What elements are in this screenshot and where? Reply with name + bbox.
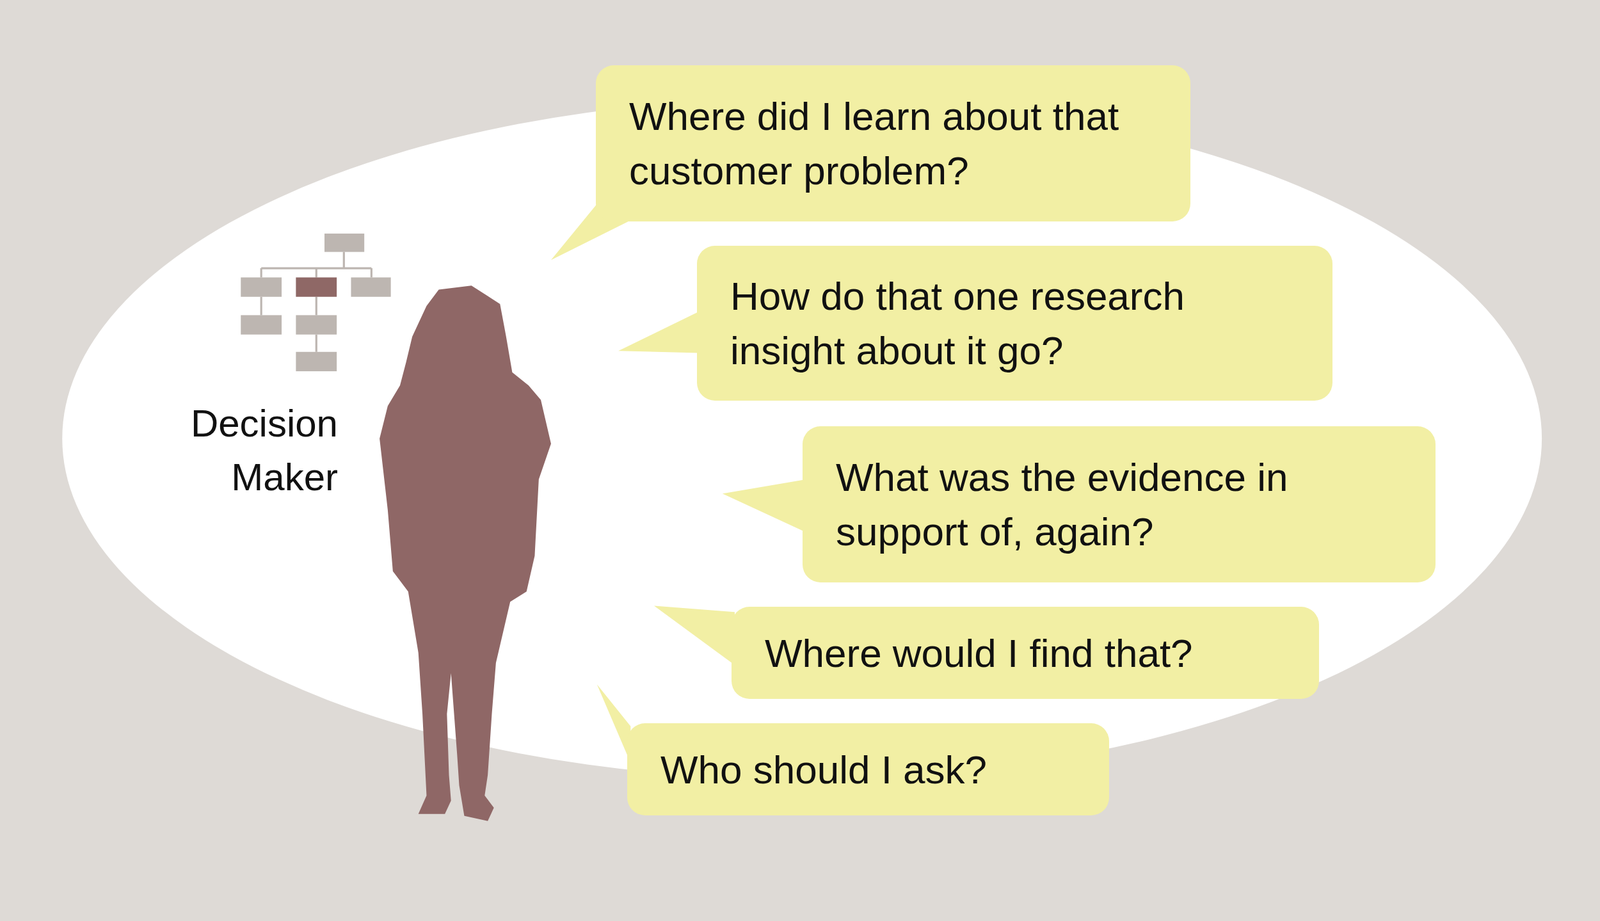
speech-bubble: What was the evidence in support of, aga… [802,426,1436,583]
bubble-text: Where did I learn about that customer pr… [629,88,1161,198]
speech-bubble: Who should I ask? [627,723,1110,816]
bubble-text: Where would I find that? [764,625,1290,681]
speech-bubble: How do that one research insight about i… [696,245,1333,401]
bubble-text: What was the evidence in support of, aga… [835,449,1407,559]
bubble-text: Who should I ask? [660,742,1080,797]
org-chart-boxes [240,233,391,372]
person-silhouette [379,285,552,822]
speech-bubble: Where did I learn about that customer pr… [595,65,1191,222]
speech-bubble: Where would I find that? [731,606,1320,699]
bubble-text: How do that one research insight about i… [730,268,1304,378]
role-label: Decision Maker [145,396,338,505]
org-chart-icon [261,252,372,352]
